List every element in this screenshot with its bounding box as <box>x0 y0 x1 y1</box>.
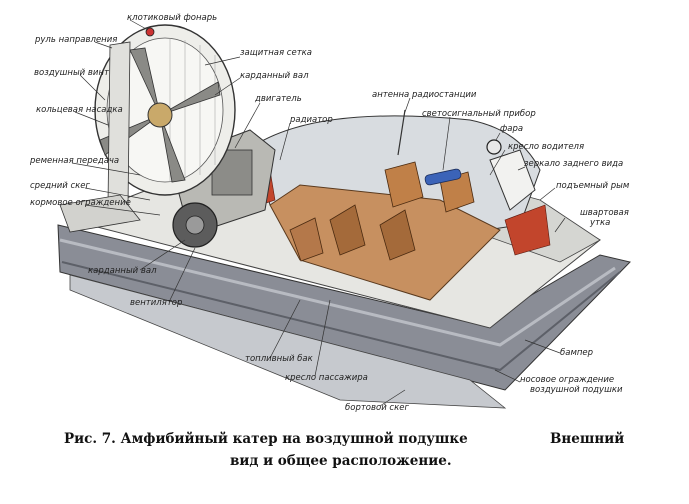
label-driver-seat: кресло водителя <box>508 142 584 152</box>
label-mooring-cleat-line2: утка <box>589 218 610 228</box>
hull-drawing <box>57 24 631 409</box>
label-ring-nozzle: кольцевая насадка <box>36 105 123 115</box>
label-passenger-seat: кресло пассажира <box>285 373 368 383</box>
label-propshaft-top: карданный вал <box>240 71 309 81</box>
label-side-skeg: бортовой скег <box>345 403 409 413</box>
label-lift-lever: подъемный рым <box>556 181 630 191</box>
label-rear-mirror: зеркало заднего вида <box>524 159 623 169</box>
label-radiator: радиатор <box>289 115 333 125</box>
label-bow-skirt-line1: носовое ограждение <box>520 375 614 385</box>
label-protective-mesh: защитная сетка <box>240 48 312 58</box>
figure-caption-line1: Рис. 7. Амфибийный катер на воздушной по… <box>64 431 468 447</box>
hovercraft-cutaway-illustration: клотиковый фонарь руль направления возду… <box>29 13 631 413</box>
label-mooring-cleat-line1: швартовая <box>580 208 629 218</box>
label-bumper: бампер <box>560 348 593 358</box>
label-fan: вентилятор <box>130 298 182 308</box>
leader-lines <box>71 19 566 407</box>
label-headlight: фара <box>500 124 523 134</box>
label-fuel-tank: топливный бак <box>245 354 314 364</box>
label-tail-light: клотиковый фонарь <box>127 13 217 23</box>
label-stern-guard: кормовое ограждение <box>30 198 131 208</box>
label-propshaft-bottom: карданный вал <box>88 266 157 276</box>
figure-caption-line1-right: Внешний <box>550 431 625 447</box>
label-bow-skirt-line2: воздушной подушки <box>530 385 623 395</box>
label-signal-light: светосигнальный прибор <box>422 109 536 119</box>
label-rudder: руль направления <box>34 35 117 45</box>
label-middle-skeg: средний скег <box>30 181 91 191</box>
label-air-propeller: воздушный винт <box>34 68 110 78</box>
figure-caption-line2: вид и общее расположение. <box>230 453 452 469</box>
label-radio-antenna: антенна радиостанции <box>372 90 477 100</box>
label-belt-drive: ременная передача <box>29 156 119 166</box>
label-engine: двигатель <box>254 94 302 104</box>
part-labels: клотиковый фонарь руль направления возду… <box>29 13 630 413</box>
